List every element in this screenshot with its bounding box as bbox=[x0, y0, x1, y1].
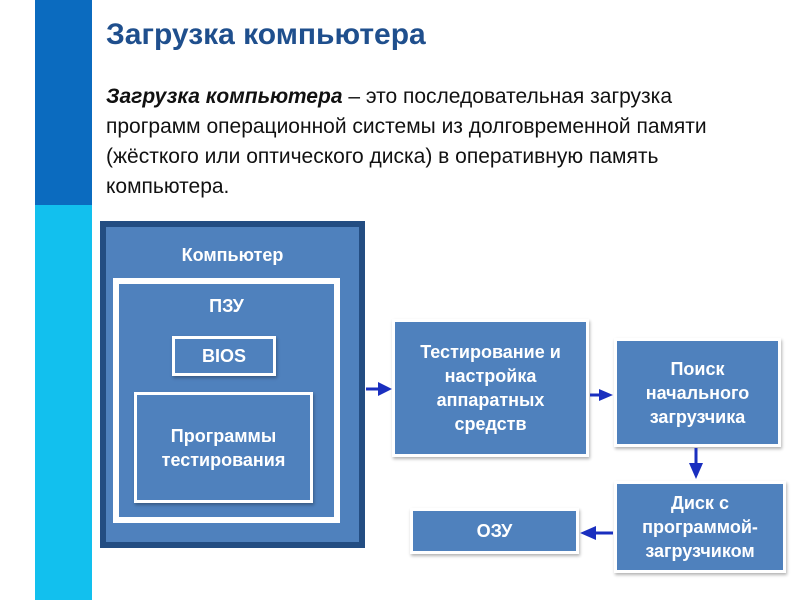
arrow-down-icon bbox=[689, 448, 703, 479]
computer-label: Компьютер bbox=[181, 245, 284, 265]
decor-bar-light bbox=[35, 205, 92, 600]
arrow-left-icon bbox=[580, 526, 613, 540]
boot-disk-box: Диск с программой-загрузчиком bbox=[614, 481, 786, 573]
rom-label: ПЗУ bbox=[209, 296, 244, 316]
test-programs-box: Программы тестирования bbox=[134, 392, 313, 503]
definition-text: – это последовательная загрузка программ… bbox=[106, 85, 707, 198]
search-loader-box: Поиск начального загрузчика bbox=[614, 338, 781, 447]
bios-box: BIOS bbox=[172, 336, 276, 376]
arrow-right-icon bbox=[366, 382, 392, 396]
definition-term: Загрузка компьютера bbox=[106, 85, 343, 108]
ram-box: ОЗУ bbox=[410, 508, 579, 554]
testing-step-box: Тестирование и настройка аппаратных сред… bbox=[392, 319, 589, 457]
decor-bar-dark bbox=[35, 0, 92, 205]
arrow-right-icon bbox=[590, 389, 613, 401]
definition: Загрузка компьютера – это последовательн… bbox=[106, 82, 766, 202]
slide-title: Загрузка компьютера bbox=[106, 18, 426, 51]
